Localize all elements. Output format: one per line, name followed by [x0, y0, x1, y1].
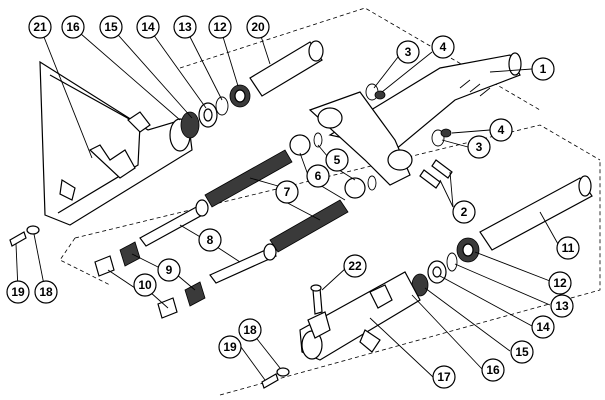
- upper-seal-stack: [180, 84, 251, 139]
- svg-text:19: 19: [11, 285, 25, 299]
- outer-tube-lower: [299, 271, 421, 361]
- callout-19-left: 19: [6, 280, 30, 304]
- svg-text:19: 19: [223, 340, 237, 354]
- callout-20: 20: [246, 15, 270, 39]
- callout-14: 14: [136, 15, 160, 39]
- svg-text:21: 21: [33, 20, 47, 34]
- callout-12-lower: 12: [548, 271, 572, 295]
- svg-text:6: 6: [315, 169, 322, 183]
- callout-19-right: 19: [218, 335, 242, 359]
- center-bushings: [289, 132, 377, 199]
- callout-14-lower: 14: [531, 315, 555, 339]
- fork-springs: [204, 149, 349, 253]
- svg-text:12: 12: [553, 276, 567, 290]
- svg-text:2: 2: [461, 205, 468, 219]
- callout-16: 16: [61, 15, 85, 39]
- callout-5: 5: [325, 148, 349, 172]
- svg-text:1: 1: [540, 62, 547, 76]
- svg-text:14: 14: [536, 320, 550, 334]
- callout-22: 22: [343, 254, 367, 278]
- callout-1: 1: [531, 57, 555, 81]
- svg-text:17: 17: [437, 370, 451, 384]
- clamp-bolts: [419, 159, 453, 189]
- callout-11: 11: [556, 236, 580, 260]
- callout-3-mid: 3: [467, 135, 491, 159]
- callout-6: 6: [306, 164, 330, 188]
- svg-text:3: 3: [405, 45, 412, 59]
- callout-15: 15: [99, 15, 123, 39]
- callout-13: 13: [173, 15, 197, 39]
- svg-text:20: 20: [251, 20, 265, 34]
- callout-4-mid: 4: [489, 118, 513, 142]
- svg-text:13: 13: [555, 299, 569, 313]
- svg-text:9: 9: [166, 263, 173, 277]
- leader-lines: [15, 26, 559, 381]
- callout-12: 12: [208, 15, 232, 39]
- inner-tube-upper: [249, 40, 324, 97]
- callout-10: 10: [133, 273, 157, 297]
- callout-9: 9: [157, 258, 181, 282]
- bottom-bolt-left: [9, 225, 40, 247]
- callout-2: 2: [452, 200, 476, 224]
- svg-text:3: 3: [476, 140, 483, 154]
- bolt-22: [310, 284, 323, 315]
- svg-text:10: 10: [138, 278, 152, 292]
- callout-17: 17: [432, 365, 456, 389]
- callout-3-top: 3: [396, 40, 420, 64]
- callout-18-right: 18: [238, 318, 262, 342]
- svg-text:11: 11: [562, 241, 575, 255]
- bottom-bolt-right: [261, 367, 290, 389]
- damper-rods: [139, 199, 277, 284]
- callout-18-left: 18: [34, 280, 58, 304]
- svg-text:16: 16: [486, 363, 500, 377]
- steering-clamp: [308, 52, 522, 186]
- svg-text:4: 4: [440, 40, 447, 54]
- callout-21: 21: [28, 15, 52, 39]
- svg-text:14: 14: [141, 20, 155, 34]
- callout-15-lower: 15: [510, 340, 534, 364]
- callout-16-lower: 16: [481, 358, 505, 382]
- svg-text:5: 5: [334, 153, 341, 167]
- callout-8: 8: [198, 228, 222, 252]
- svg-text:22: 22: [348, 259, 362, 273]
- svg-text:13: 13: [178, 20, 192, 34]
- callout-7: 7: [275, 180, 299, 204]
- svg-text:16: 16: [66, 20, 80, 34]
- lower-seal-stack: [411, 237, 480, 297]
- callout-13-lower: 13: [550, 294, 574, 318]
- svg-text:18: 18: [39, 285, 53, 299]
- outer-tube-left: [39, 60, 193, 226]
- callouts: 21 16 15 14 13 12 20 3 4 1 4 3 5 6 7 2 8…: [6, 15, 580, 389]
- clamp-rings: [365, 83, 452, 147]
- svg-text:15: 15: [104, 20, 118, 34]
- svg-text:15: 15: [515, 345, 529, 359]
- svg-text:7: 7: [284, 185, 291, 199]
- svg-text:8: 8: [207, 233, 214, 247]
- callout-4-top: 4: [431, 35, 455, 59]
- svg-text:12: 12: [213, 20, 227, 34]
- inner-tube-lower: [479, 175, 593, 251]
- svg-text:18: 18: [243, 323, 257, 337]
- svg-text:4: 4: [498, 123, 505, 137]
